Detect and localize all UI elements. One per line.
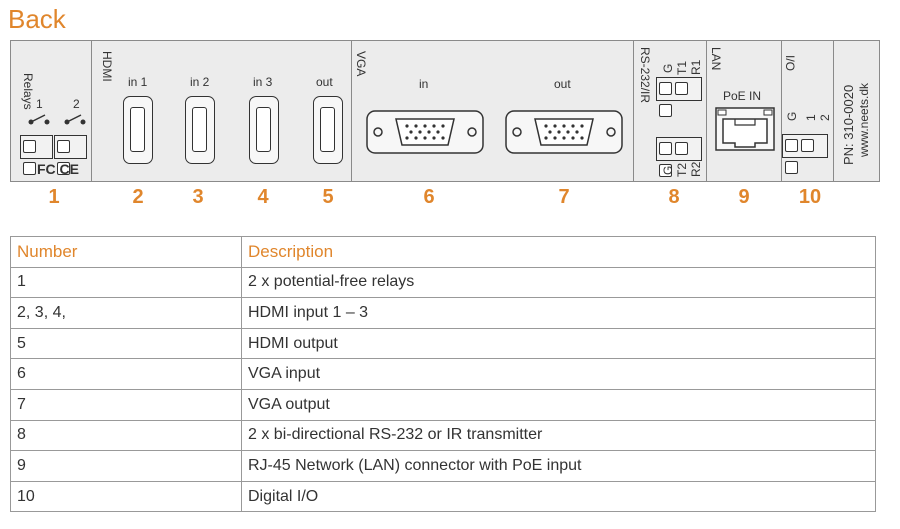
callout-number: 3 <box>192 186 204 208</box>
callout-number: 4 <box>257 186 269 208</box>
cell-description: HDMI input 1 – 3 <box>241 297 876 329</box>
relay-2-label: 2 <box>73 97 80 111</box>
vga-label: VGA <box>354 51 368 77</box>
rs232-top-pin-label: R1 <box>689 59 703 75</box>
divider <box>351 41 352 181</box>
rs232-bottom-pin-label: R2 <box>689 161 703 177</box>
table-row: 2, 3, 4,HDMI input 1 – 3 <box>10 297 876 329</box>
relay-1-label: 1 <box>36 97 43 111</box>
rs232-bottom-terminal[interactable] <box>656 137 702 177</box>
hdmi-in3-label: in 3 <box>253 75 273 89</box>
cell-description: VGA output <box>241 388 876 421</box>
divider <box>833 41 834 181</box>
rj45-lan-port[interactable] <box>715 107 775 151</box>
vga-in-label: in <box>419 77 429 91</box>
callout-number: 6 <box>423 186 435 208</box>
back-panel-diagram: Relays 1 2 FC CE HDMI in 1 in 2 in 3 out… <box>10 40 880 182</box>
rs232-top-terminal[interactable] <box>656 77 702 117</box>
rs232-bottom-pin-label: T2 <box>675 162 689 177</box>
cell-number: 2, 3, 4, <box>10 297 242 329</box>
header-number: Number <box>10 236 242 268</box>
divider <box>633 41 634 181</box>
hdmi-in1-port[interactable] <box>123 96 153 164</box>
callout-number: 1 <box>48 186 60 208</box>
table-header-row: Number Description <box>10 236 876 268</box>
relay-2-terminal[interactable] <box>54 135 87 175</box>
certification-marks: FC CE <box>37 161 79 177</box>
relay-switch-icon <box>28 114 86 125</box>
rs232-label: RS-232/IR <box>638 47 652 104</box>
divider <box>781 41 782 181</box>
callout-number: 8 <box>668 186 680 208</box>
cell-description: HDMI output <box>241 327 876 360</box>
io-pin-label: 1 <box>804 114 818 121</box>
rs232-top-pin-label: G <box>661 63 675 73</box>
callout-number: 9 <box>738 186 750 208</box>
rs232-bottom-pin-label: G <box>661 165 675 175</box>
io-pin-label: G <box>785 111 799 121</box>
hdmi-in2-port[interactable] <box>185 96 215 164</box>
cell-number: 10 <box>10 480 242 513</box>
website-label: www.neets.dk <box>857 82 871 157</box>
divider <box>91 41 92 181</box>
callout-number: 5 <box>322 186 334 208</box>
cell-number: 6 <box>10 358 242 390</box>
io-terminal[interactable] <box>782 134 828 174</box>
hdmi-out-label: out <box>316 75 333 89</box>
vga-in-port[interactable] <box>366 110 484 154</box>
hdmi-in3-port[interactable] <box>249 96 279 164</box>
vga-out-port[interactable] <box>505 110 623 154</box>
lan-label: LAN <box>709 47 723 71</box>
cell-description: VGA input <box>241 358 876 390</box>
io-label: I/O <box>783 55 797 72</box>
part-number: PN: 310-0020 <box>841 84 856 165</box>
cell-number: 8 <box>10 419 242 452</box>
hdmi-label: HDMI <box>100 51 114 82</box>
poe-in-label: PoE IN <box>723 89 762 103</box>
header-description: Description <box>241 236 876 268</box>
hdmi-in2-label: in 2 <box>190 75 210 89</box>
cell-number: 9 <box>10 450 242 482</box>
relay-1-terminal[interactable] <box>20 135 53 175</box>
io-pin-label: 2 <box>818 114 832 121</box>
relays-label: Relays <box>21 73 35 110</box>
page-title: Back <box>8 4 66 34</box>
callout-number: 2 <box>132 186 144 208</box>
cell-description: 2 x potential-free relays <box>241 266 876 299</box>
divider <box>706 41 707 181</box>
callout-number: 7 <box>558 186 570 208</box>
cell-description: RJ-45 Network (LAN) connector with PoE i… <box>241 450 876 482</box>
cell-number: 5 <box>10 327 242 360</box>
vga-out-label: out <box>554 77 571 91</box>
cell-number: 7 <box>10 388 242 421</box>
hdmi-in1-label: in 1 <box>128 75 148 89</box>
cell-description: Digital I/O <box>241 480 876 513</box>
cell-description: 2 x bi-directional RS-232 or IR transmit… <box>241 419 876 452</box>
cell-number: 1 <box>10 266 242 299</box>
hdmi-out-port[interactable] <box>313 96 343 164</box>
callout-number: 10 <box>798 186 822 208</box>
rs232-top-pin-label: T1 <box>675 60 689 75</box>
